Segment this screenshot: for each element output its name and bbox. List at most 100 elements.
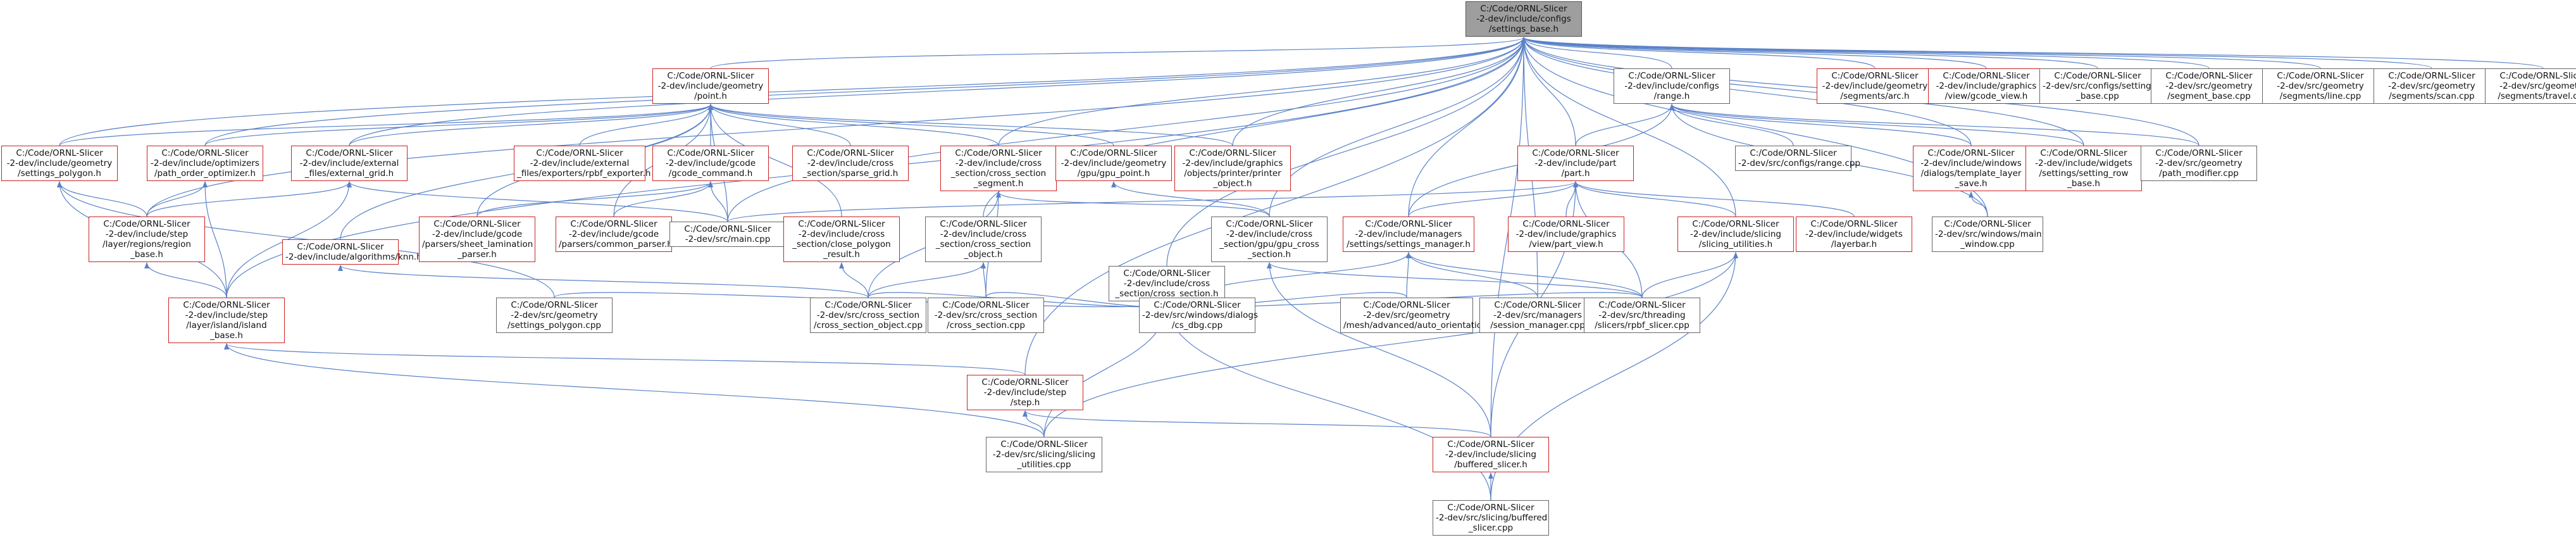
node-settings-base[interactable]: C:/Code/ORNL-Slicer-2-dev/include/config… (1465, 1, 1582, 37)
node-label-line: C:/Code/ORNL-Slicer (824, 300, 912, 310)
node-scan-cpp[interactable]: C:/Code/ORNL-Slicer-2-dev/src/geometry/s… (2374, 68, 2490, 104)
node-label-line: C:/Code/ORNL-Slicer (2040, 148, 2127, 158)
node-label-line: /parsers/common_parser.h (559, 239, 673, 249)
node-label-line: /slicing_utilities.h (1698, 239, 1773, 249)
node-label-line: -2-dev/include/external (530, 158, 630, 168)
node-label-line: -2-dev/include/cross (1123, 279, 1210, 289)
node-label-line: -2-dev/src/cross_section (816, 310, 920, 320)
node-label-line: C:/Code/ORNL-Slicer (955, 148, 1042, 158)
node-setting-row-base[interactable]: C:/Code/ORNL-Slicer-2-dev/include/widget… (2025, 146, 2142, 191)
node-buffered-slicer-h[interactable]: C:/Code/ORNL-Slicer-2-dev/include/slicin… (1433, 437, 1549, 472)
node-label-line: -2-dev/include/cross (955, 158, 1042, 168)
node-path-order-optimizer[interactable]: C:/Code/ORNL-Slicer-2-dev/include/optimi… (147, 146, 263, 181)
node-cross-section-object-h[interactable]: C:/Code/ORNL-Slicer-2-dev/include/cross_… (925, 217, 1042, 262)
node-line-cpp[interactable]: C:/Code/ORNL-Slicer-2-dev/src/geometry/s… (2262, 68, 2379, 104)
node-label-line: -2-dev/src/geometry (1363, 310, 1450, 320)
node-label-line: /layerbar.h (1831, 239, 1877, 249)
node-range[interactable]: C:/Code/ORNL-Slicer-2-dev/include/config… (1614, 68, 1730, 104)
node-island-base[interactable]: C:/Code/ORNL-Slicer-2-dev/include/step/l… (168, 298, 285, 343)
edge-settings-base-cpp-to-settings-base (1521, 37, 2098, 69)
edge-slicing-utilities-cpp-to-island-base (224, 343, 1045, 437)
node-rpbf-exporter[interactable]: C:/Code/ORNL-Slicer-2-dev/include/extern… (514, 146, 650, 181)
node-label-line: -2-dev/include/widgets (2035, 158, 2132, 168)
node-label-line: /view/part_view.h (1529, 239, 1603, 249)
node-label-line: C:/Code/ORNL-Slicer (1365, 219, 1452, 229)
node-cross-section-h[interactable]: C:/Code/ORNL-Slicer-2-dev/include/cross_… (1109, 266, 1225, 301)
edge-part-h-to-settings-base (1521, 37, 1576, 146)
node-settings-polygon-h[interactable]: C:/Code/ORNL-Slicer-2-dev/include/geomet… (1, 146, 118, 181)
node-auto-orientation-cpp[interactable]: C:/Code/ORNL-Slicer-2-dev/src/geometry/m… (1340, 298, 1505, 333)
node-sparse-grid[interactable]: C:/Code/ORNL-Slicer-2-dev/include/cross_… (792, 146, 909, 181)
edge-main-window-cpp-to-template-layer-save (1969, 191, 1988, 217)
edge-printer-object-to-settings-base (1232, 37, 1526, 146)
node-label-line: _base.cpp (2076, 91, 2119, 101)
node-settings-polygon-cpp[interactable]: C:/Code/ORNL-Slicer-2-dev/src/geometry/s… (496, 298, 613, 333)
node-gpu-point[interactable]: C:/Code/ORNL-Slicer-2-dev/include/geomet… (1055, 146, 1172, 181)
node-printer-object[interactable]: C:/Code/ORNL-Slicer-2-dev/include/graphi… (1174, 146, 1291, 191)
node-external-grid[interactable]: C:/Code/ORNL-Slicer-2-dev/include/extern… (291, 146, 408, 181)
node-label-line: -2-dev/include/gcode (568, 229, 659, 239)
node-gpu-cross-section-h[interactable]: C:/Code/ORNL-Slicer-2-dev/include/cross_… (1211, 217, 1328, 262)
edge-step-h-to-island-base (224, 343, 1026, 375)
node-slicing-utilities-cpp[interactable]: C:/Code/ORNL-Slicer-2-dev/src/slicing/sl… (986, 437, 1102, 472)
edge-slicing-utilities-h-to-part-h (1573, 181, 1736, 217)
node-cs-dbg-cpp[interactable]: C:/Code/ORNL-Slicer-2-dev/src/windows/di… (1139, 298, 1258, 333)
node-label-line: _save.h (1955, 179, 1988, 189)
edge-main-cpp-to-settings-base (727, 37, 1526, 222)
node-point[interactable]: C:/Code/ORNL-Slicer-2-dev/include/geomet… (652, 68, 769, 104)
node-common-parser[interactable]: C:/Code/ORNL-Slicer-2-dev/include/gcode/… (556, 217, 673, 252)
node-label-line: C:/Code/ORNL-Slicer (2277, 71, 2364, 81)
node-label-line: -2-dev/include/step (983, 387, 1067, 398)
node-session-manager-cpp[interactable]: C:/Code/ORNL-Slicer-2-dev/src/managers/s… (1479, 298, 1596, 333)
node-close-polygon-result[interactable]: C:/Code/ORNL-Slicer-2-dev/include/cross_… (783, 217, 900, 262)
edge-cross-section-segment-to-settings-base (998, 37, 1526, 146)
node-label-line: -2-dev/src/main.cpp (685, 234, 771, 244)
edge-rpbf-slicer-cpp-to-slicing-utilities-h (1641, 252, 1738, 298)
node-label-line: C:/Code/ORNL-Slicer (1480, 4, 1567, 14)
node-label-line: /settings_polygon.h (18, 168, 101, 179)
node-gcode-command[interactable]: C:/Code/ORNL-Slicer-2-dev/include/gcode/… (652, 146, 769, 181)
edge-cross-section-segment-to-point (708, 104, 999, 146)
node-main-window-cpp[interactable]: C:/Code/ORNL-Slicer-2-dev/src/windows/ma… (1932, 217, 2043, 252)
node-label-line: _window.cpp (1960, 239, 2015, 249)
node-cross-section-segment[interactable]: C:/Code/ORNL-Slicer-2-dev/include/cross_… (940, 146, 1057, 191)
node-sheet-lamination-parser[interactable]: C:/Code/ORNL-Slicer-2-dev/include/gcode/… (419, 217, 535, 262)
node-part-view[interactable]: C:/Code/ORNL-Slicer-2-dev/include/graphi… (1508, 217, 1624, 252)
node-label-line: C:/Code/ORNL-Slicer (183, 300, 270, 310)
node-label-line: _base.h (130, 249, 163, 260)
node-knn[interactable]: C:/Code/ORNL-Slicer-2-dev/include/algori… (282, 239, 422, 265)
node-part-h[interactable]: C:/Code/ORNL-Slicer-2-dev/include/part/p… (1517, 146, 1634, 181)
node-region-base[interactable]: C:/Code/ORNL-Slicer-2-dev/include/step/l… (89, 217, 205, 262)
edge-session-manager-cpp-to-settings-manager (1406, 252, 1538, 298)
node-label-line: -2-dev/src/configs/settings (2043, 81, 2156, 91)
edge-gpu-cross-section-h-to-cross-section-segment (996, 191, 1270, 217)
node-gcode-view[interactable]: C:/Code/ORNL-Slicer-2-dev/include/graphi… (1928, 68, 2044, 104)
edge-buffered-slicer-h-to-step-h (1023, 410, 1491, 437)
edge-cross-section-object-cpp-to-cross-section-object-h (868, 262, 986, 298)
node-main-cpp[interactable]: C:/Code/ORNL-Slicer-2-dev/src/main.cpp (669, 222, 786, 247)
node-path-modifier-cpp[interactable]: C:/Code/ORNL-Slicer-2-dev/src/geometry/p… (2141, 146, 2257, 181)
node-rpbf-slicer-cpp[interactable]: C:/Code/ORNL-Slicer-2-dev/src/threading/… (1584, 298, 1700, 333)
node-buffered-slicer-cpp[interactable]: C:/Code/ORNL-Slicer-2-dev/src/slicing/bu… (1433, 500, 1549, 536)
node-label-line: _section/cross_section.h (1115, 289, 1219, 299)
edge-rpbf-slicer-cpp-to-settings-manager (1406, 252, 1643, 298)
node-arc[interactable]: C:/Code/ORNL-Slicer-2-dev/include/geomet… (1817, 68, 1933, 104)
node-template-layer-save[interactable]: C:/Code/ORNL-Slicer-2-dev/include/window… (1913, 146, 2029, 191)
node-label-line: /settings/settings_manager.h (1347, 239, 1471, 249)
edge-gcode-view-to-settings-base (1521, 37, 1987, 69)
node-step-h[interactable]: C:/Code/ORNL-Slicer-2-dev/include/step/s… (967, 375, 1083, 410)
node-label-line: -2-dev/include/step (105, 229, 189, 239)
node-layerbar[interactable]: C:/Code/ORNL-Slicer-2-dev/include/widget… (1796, 217, 1912, 252)
node-cross-section-object-cpp[interactable]: C:/Code/ORNL-Slicer-2-dev/src/cross_sect… (810, 298, 926, 333)
node-label-line: C:/Code/ORNL-Slicer (940, 219, 1027, 229)
node-settings-base-cpp[interactable]: C:/Code/ORNL-Slicer-2-dev/src/configs/se… (2039, 68, 2156, 104)
node-cross-section-cpp[interactable]: C:/Code/ORNL-Slicer-2-dev/src/cross_sect… (928, 298, 1044, 333)
node-label-line: -2-dev/include/gcode (665, 158, 756, 168)
node-slicing-utilities-h[interactable]: C:/Code/ORNL-Slicer-2-dev/include/slicin… (1677, 217, 1794, 252)
node-segment-base-cpp[interactable]: C:/Code/ORNL-Slicer-2-dev/src/geometry/s… (2151, 68, 2267, 104)
node-label-line: /settings/setting_row (2039, 168, 2129, 179)
edge-path-order-optimizer-to-point (204, 104, 713, 146)
node-settings-manager[interactable]: C:/Code/ORNL-Slicer-2-dev/include/manage… (1343, 217, 1474, 252)
node-travel-cpp[interactable]: C:/Code/ORNL-Slicer-2-dev/src/geometry/s… (2485, 68, 2576, 104)
node-range-cpp[interactable]: C:/Code/ORNL-Slicer-2-dev/src/configs/ra… (1735, 146, 1860, 171)
